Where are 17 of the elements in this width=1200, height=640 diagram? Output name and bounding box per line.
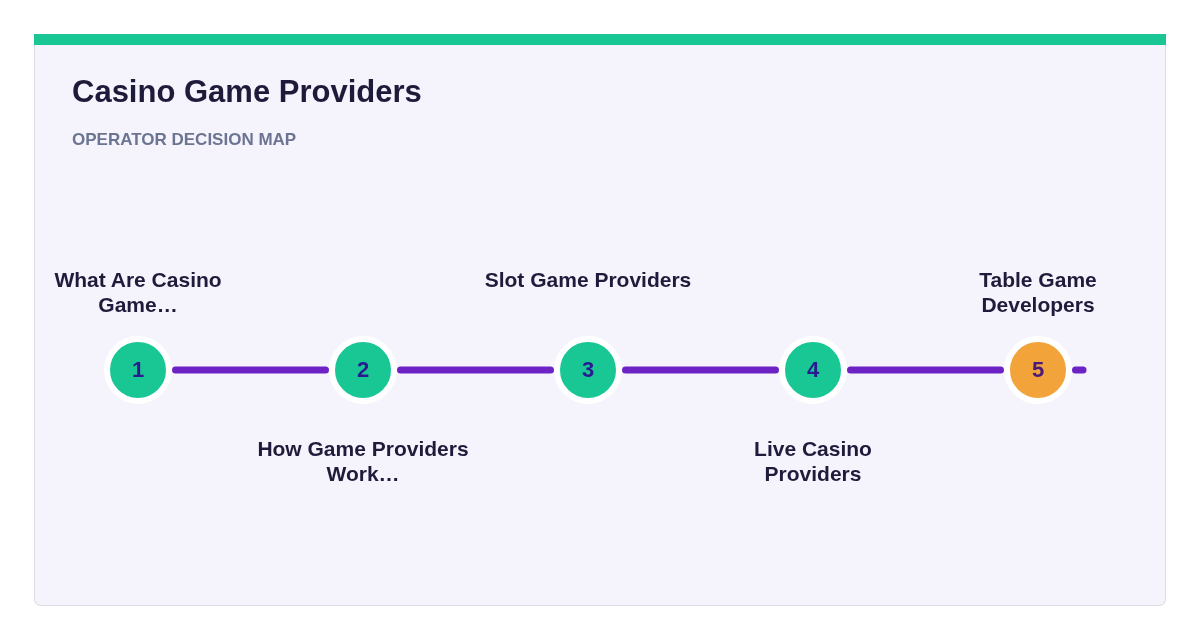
step-number: 1: [131, 359, 145, 381]
subtitle: OPERATOR DECISION MAP: [72, 131, 297, 148]
step-number: 5: [1031, 359, 1045, 381]
step-number: 2: [356, 359, 370, 381]
step-label: Slot Game Providers: [483, 267, 693, 292]
connector-line: [847, 366, 1004, 374]
step-number: 3: [581, 359, 595, 381]
connector-line: [397, 366, 554, 374]
connector-line: [172, 366, 329, 374]
connector-line: [622, 366, 779, 374]
diagram-title: Casino Game Providers: [72, 76, 422, 107]
step-label: Table Game Developers: [978, 267, 1098, 317]
connector-line: [1072, 366, 1087, 374]
step-label: What Are Casino Game…: [53, 267, 223, 317]
step-label: How Game Providers Work…: [256, 436, 470, 486]
step-number: 4: [806, 359, 820, 381]
step-label: Live Casino Providers: [753, 436, 873, 486]
